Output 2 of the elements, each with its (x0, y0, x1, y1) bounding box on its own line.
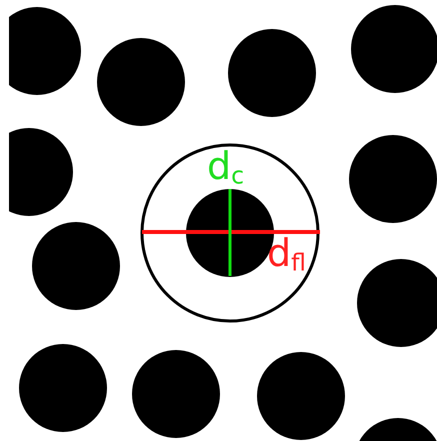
dimension-label: d$_{fl}$ (267, 234, 306, 276)
dimension-label: d$_{c}$ (207, 147, 244, 188)
